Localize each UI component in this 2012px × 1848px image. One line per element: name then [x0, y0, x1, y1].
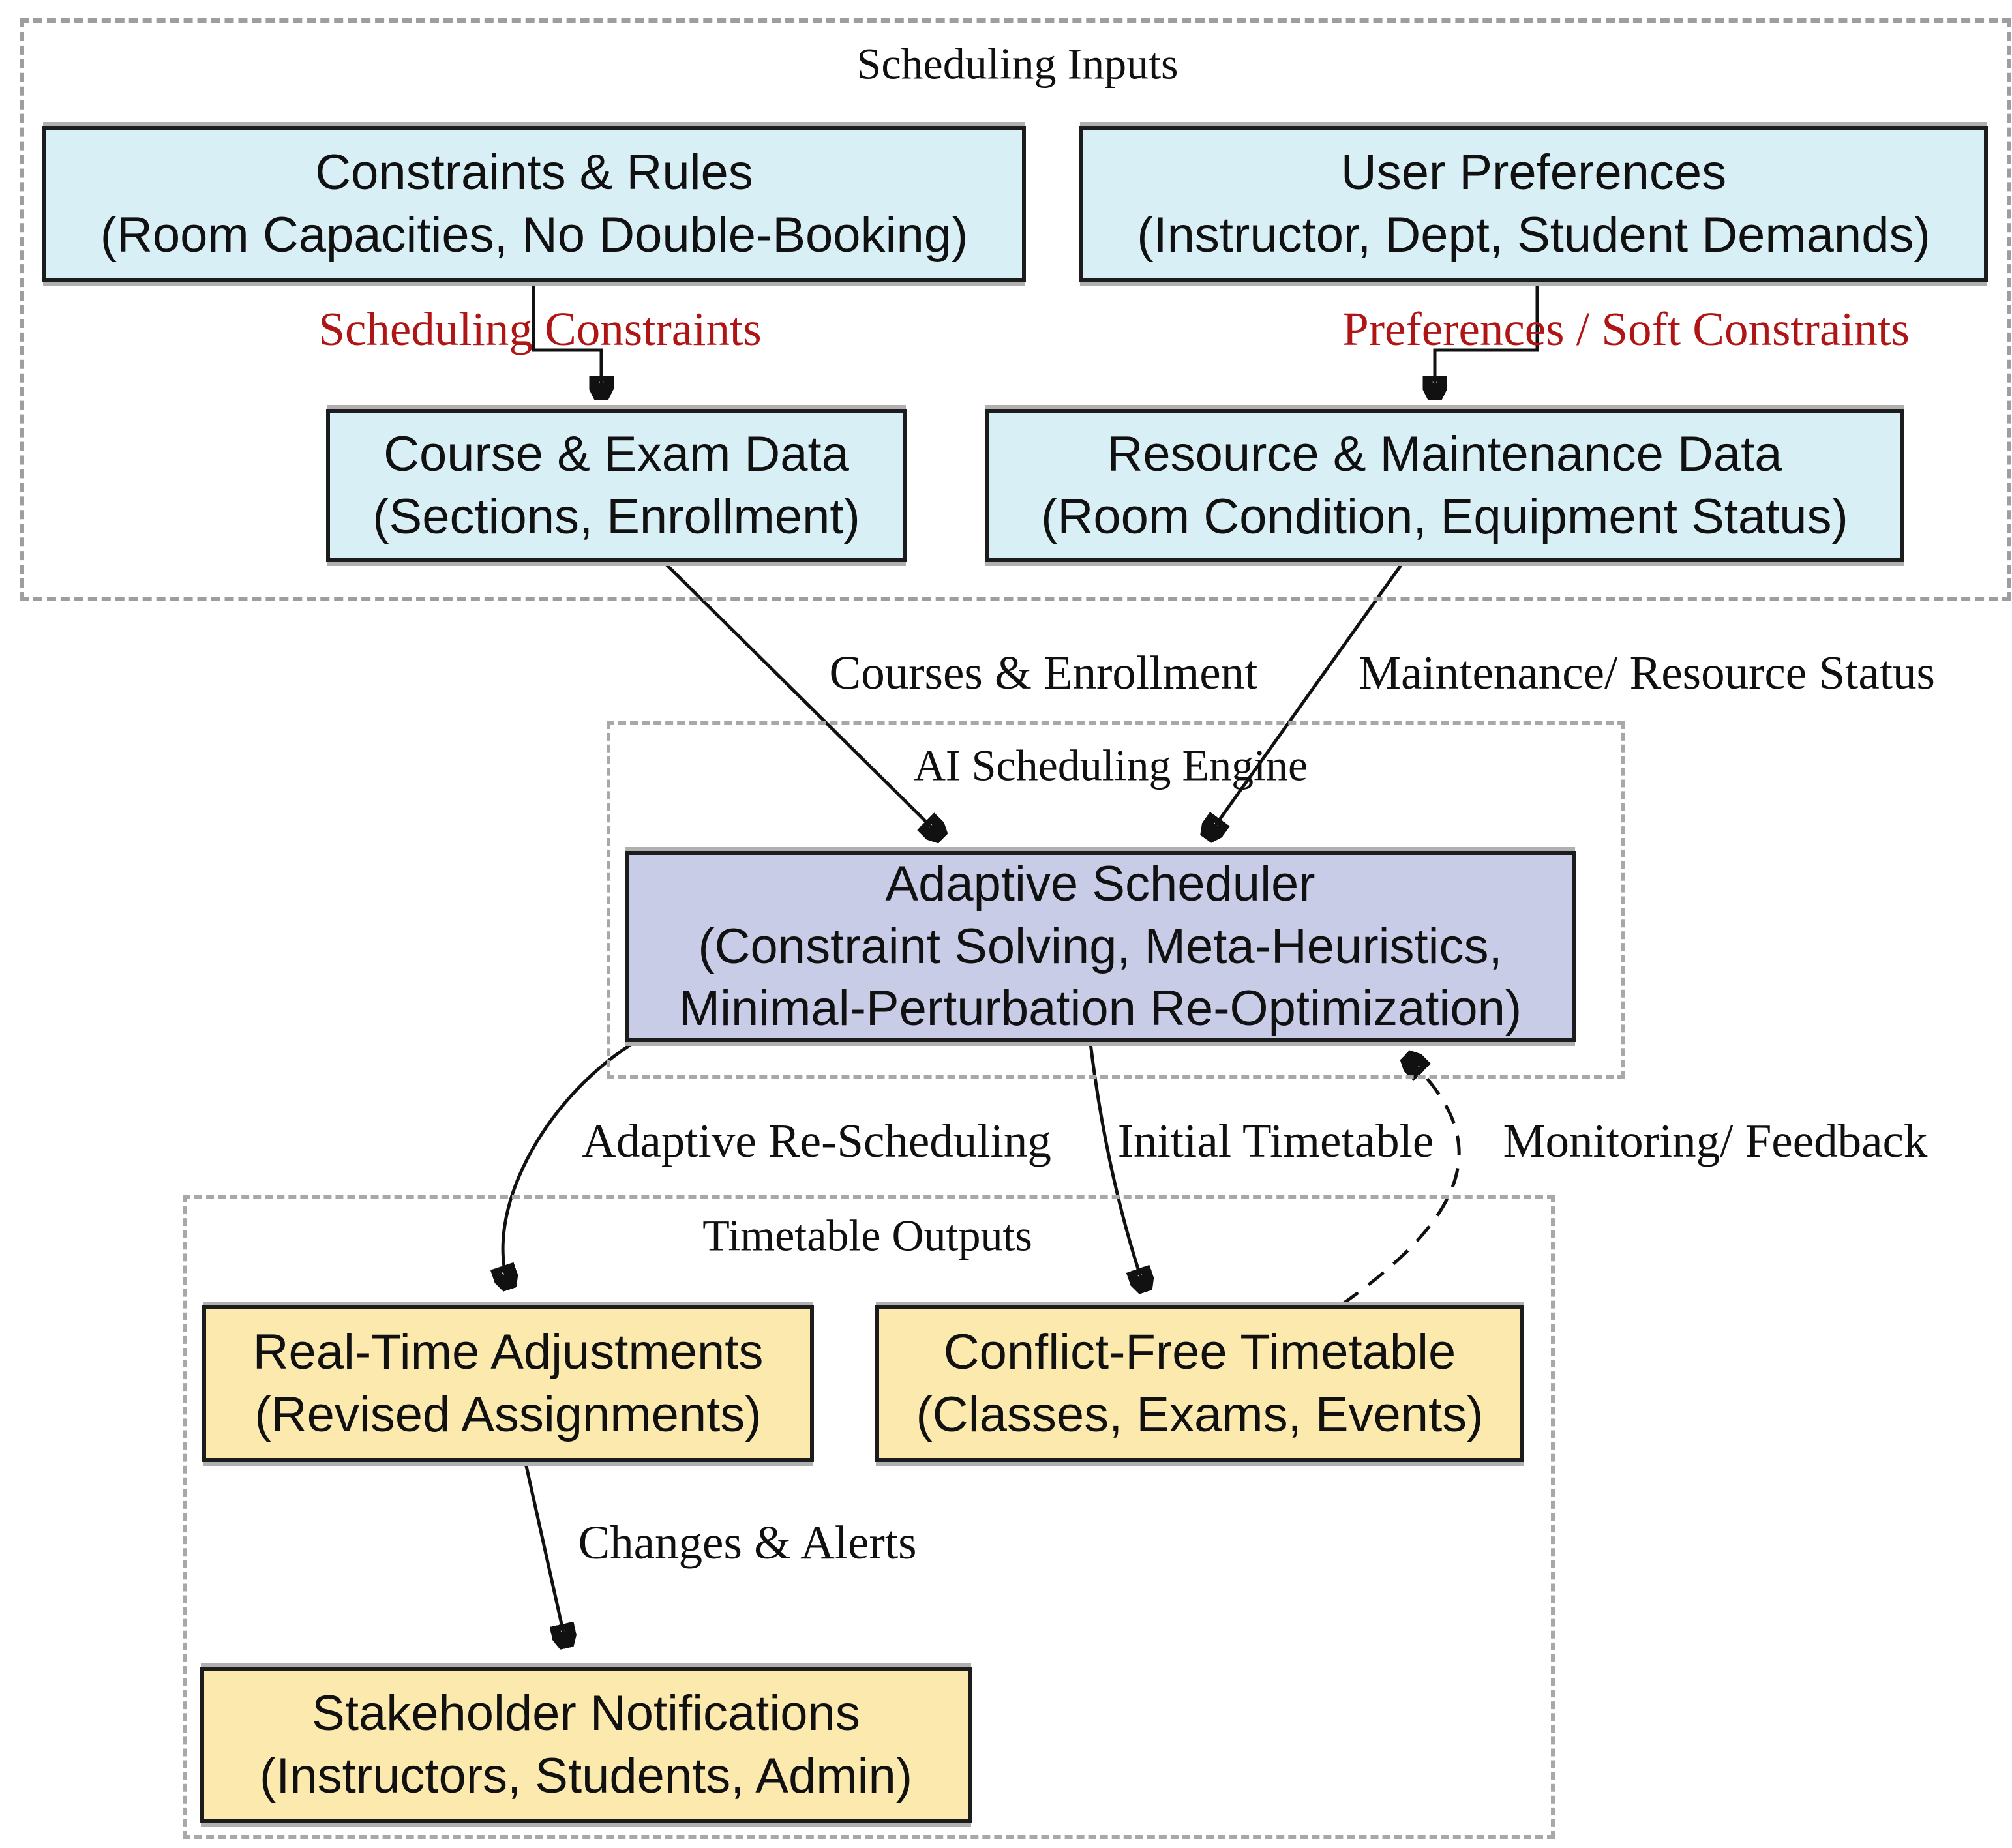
edge-label-changes-alerts: Changes & Alerts	[578, 1516, 917, 1569]
edge-scheduler-to-realtime	[503, 1041, 634, 1286]
node-stakeholder-notifications-line1: Stakeholder Notifications	[312, 1686, 860, 1742]
node-stakeholder-notifications: Stakeholder Notifications (Instructors, …	[200, 1667, 972, 1823]
edge-constraints-to-course	[532, 282, 601, 396]
timetable-outputs-title: Timetable Outputs	[702, 1210, 1032, 1260]
node-constraints-rules-line2: (Room Capacities, No Double-Booking)	[100, 207, 968, 263]
node-course-exam-data-line2: (Sections, Enrollment)	[372, 488, 860, 544]
timetable-outputs-container	[183, 1195, 1555, 1839]
edge-label-scheduling-constraints: Scheduling Constraints	[318, 303, 762, 355]
node-real-time-adjustments-line1: Real-Time Adjustments	[252, 1324, 764, 1380]
edge-resource-to-scheduler	[1208, 562, 1404, 836]
edge-realtime-to-stakeholder	[524, 1463, 566, 1645]
edge-label-preferences-soft-constraints: Preferences / Soft Constraints	[1342, 303, 1910, 355]
edge-preferences-to-resource	[1435, 282, 1539, 396]
node-adaptive-scheduler-line2: (Constraint Solving, Meta-Heuristics,	[698, 918, 1503, 974]
node-conflict-free-timetable: Conflict-Free Timetable (Classes, Exams,…	[875, 1305, 1524, 1462]
node-real-time-adjustments-line2: (Revised Assignments)	[254, 1387, 762, 1442]
ai-scheduling-engine-title: AI Scheduling Engine	[913, 740, 1308, 790]
node-constraints-rules-line1: Constraints & Rules	[315, 144, 753, 200]
node-adaptive-scheduler-line3: Minimal-Perturbation Re-Optimization)	[678, 981, 1522, 1037]
node-user-preferences-line2: (Instructor, Dept, Student Demands)	[1137, 207, 1930, 263]
node-constraints-rules: Constraints & Rules (Room Capacities, No…	[42, 126, 1026, 282]
edge-label-courses-enrollment: Courses & Enrollment	[829, 646, 1258, 699]
edge-label-maintenance-resource-status: Maintenance/ Resource Status	[1359, 646, 1935, 699]
edge-timetable-to-scheduler-feedback	[1341, 1058, 1461, 1306]
ai-scheduling-engine-container	[607, 721, 1625, 1079]
edge-label-initial-timetable: Initial Timetable	[1117, 1114, 1434, 1167]
node-user-preferences-line1: User Preferences	[1340, 144, 1727, 200]
node-stakeholder-notifications-line2: (Instructors, Students, Admin)	[259, 1748, 913, 1804]
edge-course-to-scheduler	[664, 562, 940, 836]
node-adaptive-scheduler-line1: Adaptive Scheduler	[885, 856, 1315, 912]
node-conflict-free-timetable-line1: Conflict-Free Timetable	[943, 1324, 1456, 1380]
scheduling-inputs-container	[20, 18, 2011, 601]
edge-scheduler-to-timetable	[1089, 1043, 1145, 1289]
node-adaptive-scheduler: Adaptive Scheduler (Constraint Solving, …	[625, 851, 1576, 1042]
node-course-exam-data-line1: Course & Exam Data	[383, 426, 849, 482]
node-course-exam-data: Course & Exam Data (Sections, Enrollment…	[326, 409, 907, 562]
node-resource-maintenance-data: Resource & Maintenance Data (Room Condit…	[985, 409, 1904, 562]
node-resource-maintenance-data-line2: (Room Condition, Equipment Status)	[1041, 488, 1848, 544]
scheduling-inputs-title: Scheduling Inputs	[856, 38, 1179, 89]
edge-label-adaptive-rescheduling: Adaptive Re-Scheduling	[582, 1114, 1051, 1167]
node-real-time-adjustments: Real-Time Adjustments (Revised Assignmen…	[202, 1305, 814, 1462]
edge-label-monitoring-feedback: Monitoring/ Feedback	[1503, 1114, 1928, 1167]
node-resource-maintenance-data-line1: Resource & Maintenance Data	[1107, 426, 1782, 482]
node-conflict-free-timetable-line2: (Classes, Exams, Events)	[916, 1387, 1484, 1442]
node-user-preferences: User Preferences (Instructor, Dept, Stud…	[1079, 126, 1988, 282]
